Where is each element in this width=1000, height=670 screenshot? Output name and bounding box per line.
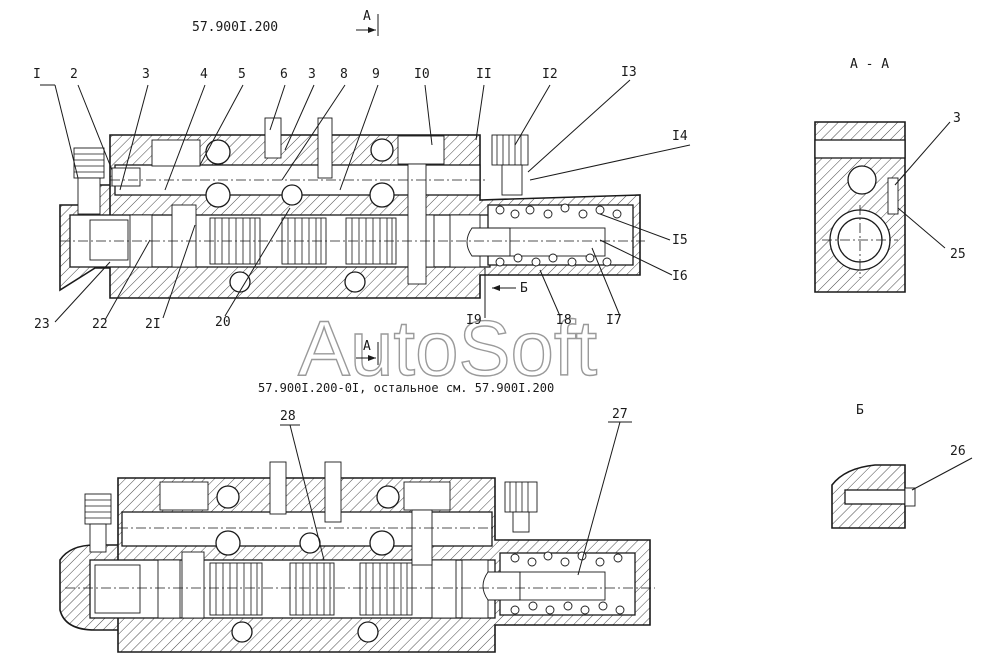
callout: 4 [200,67,208,82]
view-b-arrow-label: Б [520,281,528,296]
callout: 6 [280,67,288,82]
callouts-top: I 2 3 4 5 6 3 8 9 I0 II I2 I3 I4 I5 I6 I… [33,65,688,332]
callout: 28 [280,409,296,424]
callout: 27 [612,407,628,422]
callout: I9 [466,313,482,328]
section-view-title: А - А [850,57,889,72]
callout: II [476,67,492,82]
view-b: Б 26 [831,403,973,529]
callout: I8 [556,313,572,328]
drawing-code-top: 57.900I.200 [192,20,278,35]
callout: 3 [142,67,150,82]
section-a-a-view: А - А 3 25 [814,57,966,293]
callout: 3 [308,67,316,82]
callout: I6 [672,269,688,284]
watermark: AutoSoft [298,304,598,392]
leader-lines-top [40,79,691,323]
callout: I4 [672,129,688,144]
callout: 20 [215,315,231,330]
callout: I7 [606,313,622,328]
callout: I5 [672,233,688,248]
section-label-top: А [363,9,371,24]
callout: 9 [372,67,380,82]
callout: 22 [92,317,108,332]
callout: I2 [542,67,558,82]
callout: I [33,67,41,82]
view-b-title: Б [856,403,864,418]
callout: 3 [953,111,961,126]
callout: I3 [621,65,637,80]
drawing-variant-caption: 57.900I.200-0I, остальное см. 57.900I.20… [258,381,554,395]
callout: 23 [34,317,50,332]
callout: 2 [70,67,78,82]
callout: 25 [950,247,966,262]
view-b-arrow: Б [492,281,528,296]
callout: I0 [414,67,430,82]
section-arrow-middle: А [356,339,379,365]
callout: 2I [145,317,161,332]
section-label-middle: А [363,339,371,354]
callout: 8 [340,67,348,82]
section-arrow-top: А [356,9,379,36]
valve-assembly-bottom [59,421,655,653]
callout: 26 [950,444,966,459]
callout: 5 [238,67,246,82]
